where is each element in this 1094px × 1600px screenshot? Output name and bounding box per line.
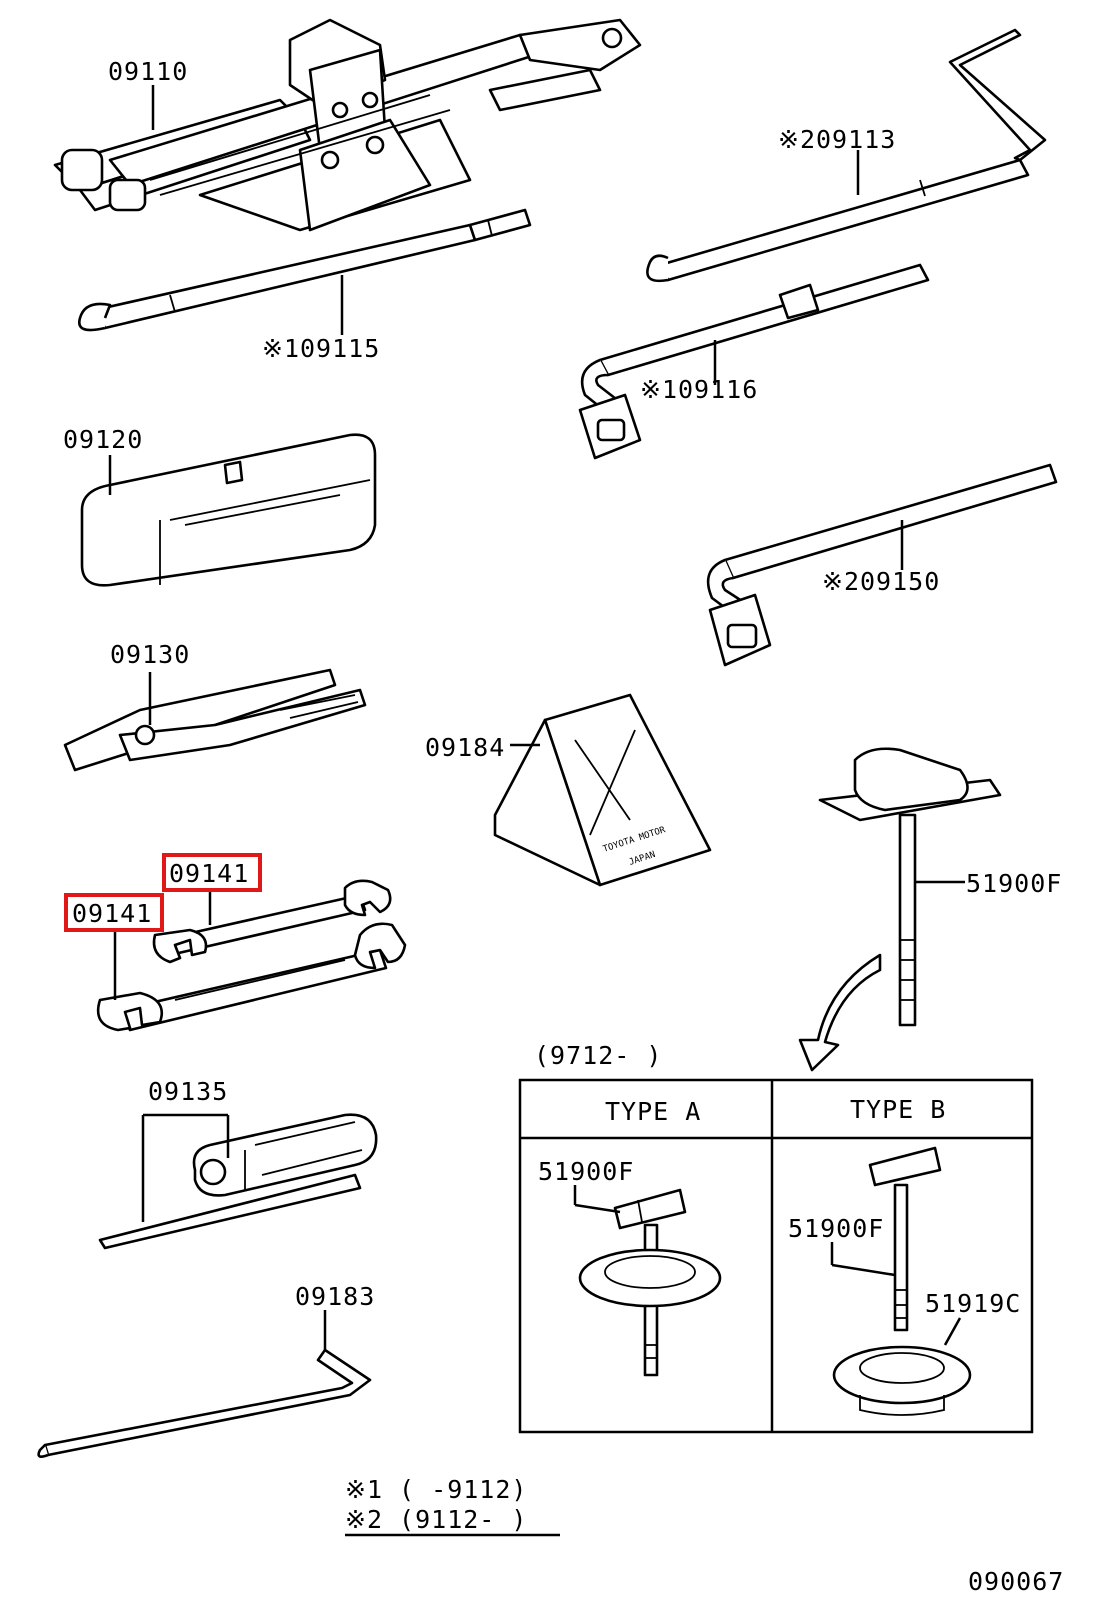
- label-screwdriver: 09135: [148, 1077, 228, 1106]
- label-stand: 09184: [425, 733, 505, 762]
- type-table: [518, 1078, 1034, 1434]
- highlight-box-wrench-b: [64, 893, 164, 932]
- label-pliers: 09130: [110, 640, 190, 669]
- highlight-box-wrench-a: [162, 853, 262, 892]
- pliers-illustration: [63, 668, 367, 772]
- footnote-1: ※1 ( -9112): [345, 1475, 527, 1504]
- label-jack-handle-1: ※109115: [262, 334, 380, 363]
- jack-illustration: [53, 18, 642, 232]
- label-type-b-part-1: 51900F: [788, 1214, 884, 1243]
- type-a-header: TYPE A: [605, 1097, 701, 1126]
- jack-handle-2-illustration: [646, 28, 1047, 283]
- type-a-illustration: [578, 1188, 722, 1377]
- label-wheel-wrench-2: ※209150: [822, 567, 940, 596]
- spare-bolt-illustration: [818, 747, 1002, 1027]
- tool-bag-illustration: [80, 433, 377, 587]
- label-wheel-wrench-1: ※109116: [640, 375, 758, 404]
- open-end-wrench-small-illustration: [152, 879, 392, 964]
- open-end-wrench-large-illustration: [96, 922, 407, 1032]
- label-wrench-b: 09141: [72, 899, 152, 928]
- label-type-b-part-2: 51919C: [925, 1289, 1021, 1318]
- diagram-id: 090067: [968, 1567, 1064, 1596]
- footnote-2: ※2 (9112- ): [345, 1505, 527, 1534]
- type-table-range: (9712- ): [534, 1041, 662, 1070]
- screwdriver-illustration: [98, 1113, 378, 1250]
- label-type-a-part: 51900F: [538, 1157, 634, 1186]
- arrow-icon: [798, 953, 882, 1072]
- label-jack-handle-2: ※209113: [778, 125, 896, 154]
- label-hook-tool: 09183: [295, 1282, 375, 1311]
- stand-illustration: TOYOTA MOTOR JAPAN: [493, 693, 712, 887]
- label-wrench-a: 09141: [169, 859, 249, 888]
- jack-handle-1-illustration: [78, 208, 532, 332]
- label-spare-bolt: 51900F: [966, 869, 1062, 898]
- wheel-wrench-2-illustration: [706, 463, 1058, 667]
- hook-tool-illustration: [37, 1348, 372, 1458]
- type-b-header: TYPE B: [850, 1095, 946, 1124]
- wheel-wrench-1-illustration: [578, 263, 930, 460]
- type-b-illustration: [832, 1146, 972, 1416]
- label-tool-bag: 09120: [63, 425, 143, 454]
- label-jack: 09110: [108, 57, 188, 86]
